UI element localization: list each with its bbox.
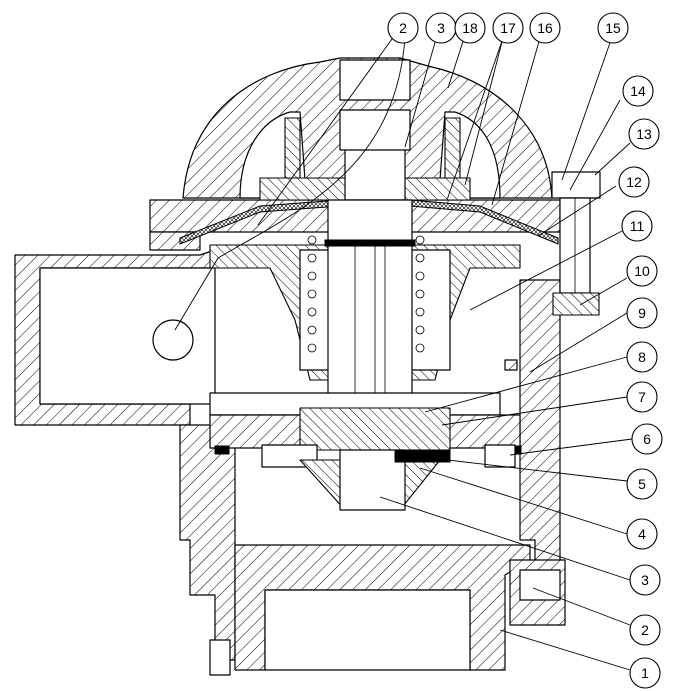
balloon-top-16: 16 — [529, 12, 561, 44]
balloon-label: 6 — [643, 431, 651, 447]
balloon-1: 1 — [629, 657, 661, 689]
side-valve — [504, 359, 518, 371]
balloon-label: 2 — [399, 20, 407, 36]
balloon-11: 11 — [621, 210, 653, 242]
balloon-label: 18 — [462, 20, 478, 36]
balloon-8: 8 — [626, 341, 658, 373]
balloon-label: 1 — [641, 665, 649, 681]
balloon-5: 5 — [626, 468, 658, 500]
side-bolt — [551, 171, 601, 316]
valve-body — [14, 249, 566, 676]
balloon-label: 3 — [641, 572, 649, 588]
balloon-3: 3 — [629, 564, 661, 596]
balloon-2: 2 — [629, 614, 661, 646]
balloon-9: 9 — [626, 297, 658, 329]
spring — [307, 235, 425, 353]
balloon-label: 2 — [641, 622, 649, 638]
balloon-label: 10 — [634, 263, 650, 279]
center-stud-top — [259, 109, 471, 201]
balloon-6: 6 — [631, 423, 663, 455]
balloon-label: 7 — [638, 389, 646, 405]
balloon-label: 16 — [537, 20, 553, 36]
balloon-7: 7 — [626, 381, 658, 413]
stem — [324, 199, 416, 411]
balloon-top-17: 17 — [492, 12, 524, 44]
balloon-label: 12 — [626, 174, 642, 190]
balloon-label: 11 — [630, 218, 645, 234]
balloon-label: 3 — [437, 20, 445, 36]
balloon-label: 9 — [638, 305, 646, 321]
seat-assembly — [209, 392, 522, 468]
balloon-top-3: 3 — [425, 12, 457, 44]
balloon-12: 12 — [618, 166, 650, 198]
balloon-label: 15 — [605, 20, 621, 36]
leader-lines — [174, 31, 633, 671]
lower-nut — [299, 449, 451, 511]
balloon-label: 4 — [638, 526, 646, 542]
balloon-14: 14 — [622, 75, 654, 107]
balloon-label: 17 — [500, 20, 516, 36]
balloon-13: 13 — [628, 118, 660, 150]
balloon-10: 10 — [626, 255, 658, 287]
balloon-15: 15 — [597, 12, 629, 44]
balloon-top-18: 18 — [454, 12, 486, 44]
balloon-label: 5 — [638, 476, 646, 492]
balloon-label: 13 — [636, 126, 652, 142]
balloon-label: 8 — [638, 349, 646, 365]
balloon-label: 14 — [630, 83, 646, 99]
balloon-4: 4 — [626, 518, 658, 550]
balloon-top-2: 2 — [387, 12, 419, 44]
